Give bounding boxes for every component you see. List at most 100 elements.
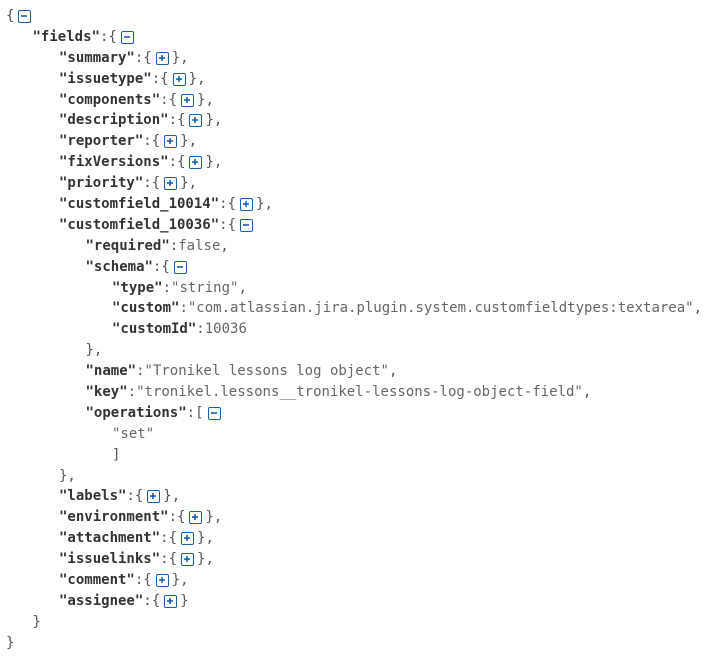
json-line: "components":{}, [6,90,702,111]
json-line: "operations":[ [6,403,702,424]
json-key: "custom" [112,300,180,317]
json-punctuation: :{ [168,112,186,129]
json-line: "attachment":{}, [6,528,702,549]
json-key: "summary" [59,49,135,66]
json-line: "required":false, [6,236,702,257]
json-string-value: "tronikel.lessons__tronikel-lessons-log-… [136,384,583,401]
json-punctuation: :{ [160,530,178,547]
json-line: "key":"tronikel.lessons__tronikel-lesson… [6,382,702,403]
json-string-value: "set" [112,425,155,442]
json-punctuation: }, [188,70,206,87]
json-line: "summary":{}, [6,48,702,69]
json-punctuation: ] [112,446,121,463]
json-line: "description":{}, [6,110,702,131]
json-punctuation: :{ [134,572,152,589]
json-key: "priority" [59,175,144,192]
json-punctuation: }, [59,467,76,484]
json-punctuation: :{ [143,592,161,609]
json-line: "name":"Tronikel lessons log object", [6,361,702,382]
json-key: "labels" [59,488,127,505]
json-punctuation: } [6,634,15,651]
plus-square-icon[interactable] [155,573,169,587]
json-punctuation: :{ [219,216,237,233]
json-punctuation: }, [171,572,189,589]
json-key: "required" [85,237,170,254]
json-punctuation: }, [180,133,198,150]
plus-square-icon[interactable] [181,532,195,546]
plus-square-icon[interactable] [164,177,178,191]
json-line: "fields":{ [6,27,702,48]
json-punctuation: :{ [151,70,169,87]
json-key: "components" [59,91,161,108]
plus-square-icon[interactable] [147,490,161,504]
json-punctuation: }, [197,91,214,108]
json-punctuation: } [180,592,189,609]
json-punctuation: :{ [134,49,152,66]
json-key: "type" [112,279,163,296]
json-line: } [6,612,702,633]
json-line: ] [6,445,702,466]
json-key: "reporter" [59,133,144,150]
json-punctuation: , [582,384,592,401]
json-key: "fields" [32,28,100,45]
json-punctuation: }, [171,49,189,66]
minus-square-icon[interactable] [18,9,32,23]
json-line: }, [6,466,702,487]
json-punctuation: :{ [143,175,161,192]
json-key: "schema" [85,258,153,275]
json-key: "environment" [59,509,169,526]
minus-square-icon[interactable] [240,218,254,232]
minus-square-icon[interactable] [207,406,221,420]
plus-square-icon[interactable] [181,93,195,107]
json-line: "customfield_10036":{ [6,215,702,236]
plus-square-icon[interactable] [181,553,195,567]
json-punctuation: :{ [168,154,186,171]
plus-square-icon[interactable] [164,594,178,608]
plus-square-icon[interactable] [189,156,203,170]
json-key: "description" [59,112,169,129]
json-string-value: "Tronikel lessons log object" [144,363,389,380]
plus-square-icon[interactable] [189,511,203,525]
json-punctuation: }, [197,530,214,547]
json-string-value: "string" [171,279,239,296]
minus-square-icon[interactable] [120,30,134,44]
plus-square-icon[interactable] [164,135,178,149]
json-key: "fixVersions" [59,154,169,171]
json-punctuation: , [238,279,247,296]
json-punctuation: } [32,613,41,630]
json-punctuation: { [6,8,15,24]
json-line: "issuelinks":{}, [6,549,702,570]
json-key: "customId" [112,321,197,338]
json-line: "assignee":{} [6,591,702,612]
plus-square-icon[interactable] [189,114,203,128]
json-key: "customfield_10014" [59,196,220,213]
json-punctuation: :{ [160,91,178,108]
json-line: "custom":"com.atlassian.jira.plugin.syst… [6,298,702,319]
json-punctuation: :{ [126,488,144,505]
json-line: "set" [6,424,702,445]
json-punctuation: :{ [160,551,178,568]
json-line: "priority":{}, [6,173,702,194]
json-line: "schema":{ [6,257,702,278]
json-literal-value: 10036 [204,321,247,338]
json-string-value: "com.atlassian.jira.plugin.system.custom… [187,300,694,317]
plus-square-icon[interactable] [172,72,186,86]
json-punctuation: }, [180,175,198,192]
json-key: "assignee" [59,592,144,609]
plus-square-icon[interactable] [240,197,254,211]
json-punctuation: : [136,363,145,380]
json-line: "comment":{}, [6,570,702,591]
json-punctuation: , [220,237,229,254]
json-line: "customfield_10014":{}, [6,194,702,215]
json-key: "name" [85,363,137,380]
json-punctuation: }, [197,551,214,568]
json-line: } [6,633,702,654]
json-punctuation: : [179,300,188,317]
json-key: "key" [85,384,128,401]
minus-square-icon[interactable] [173,260,187,274]
json-line: { [6,6,702,27]
plus-square-icon[interactable] [155,51,169,65]
json-line: "environment":{}, [6,507,702,528]
json-punctuation: }, [205,112,223,129]
json-punctuation: }, [85,342,103,359]
